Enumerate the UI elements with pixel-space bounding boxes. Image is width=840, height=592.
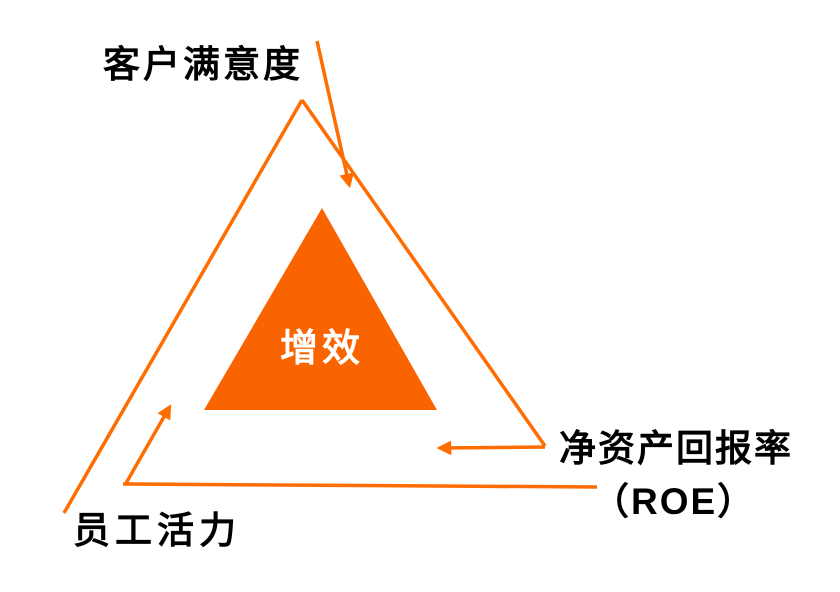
- arrow-down-right-icon: [315, 40, 354, 189]
- core-triangle: [204, 208, 437, 410]
- outline-bottom-edge: [122, 482, 598, 489]
- outline-left-edge: [62, 99, 304, 514]
- core-triangle-label: 增效: [279, 328, 364, 370]
- label-customer-satisfaction: 客户满意度: [103, 44, 303, 85]
- label-employee-vitality: 员工活力: [73, 510, 241, 551]
- arrow-left-icon: [436, 440, 546, 456]
- label-roe-line2: （ROE）: [592, 481, 757, 523]
- label-roe: 净资产回报率 （ROE）: [559, 426, 793, 526]
- label-roe-line1: 净资产回报率: [559, 428, 793, 469]
- arrow-up-right-icon: [123, 404, 172, 486]
